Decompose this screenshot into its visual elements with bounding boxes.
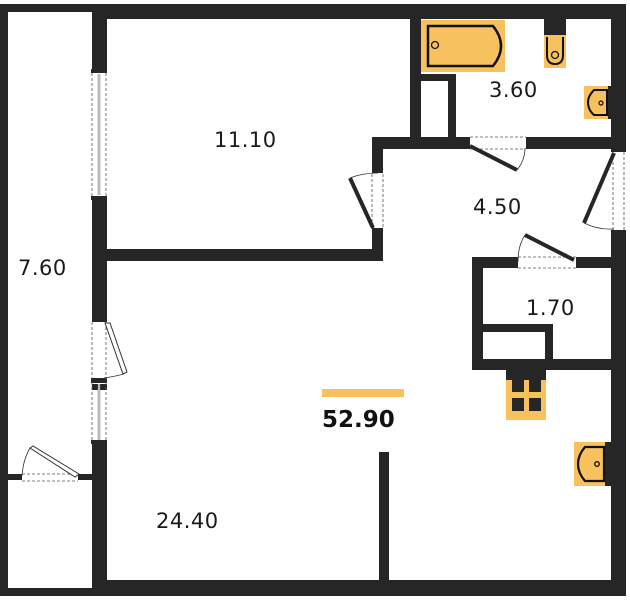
bathtub-icon	[421, 20, 505, 72]
wall-top	[92, 4, 626, 19]
wall-balcony-bottom	[0, 588, 106, 596]
wall-bottom	[92, 580, 626, 596]
wall-bedroom-right-2	[372, 228, 383, 261]
toilet-icon	[544, 19, 566, 68]
wall-main-left-4	[92, 440, 107, 596]
wall-bedroom-bottom	[107, 249, 383, 261]
wall-bath-left	[410, 19, 421, 149]
wall-niche-top	[421, 74, 456, 81]
wall-storage-left	[472, 257, 483, 370]
doors	[21, 136, 625, 482]
wall-main-left-1	[92, 4, 107, 72]
wall-balcony-divider-left	[8, 474, 22, 480]
wall-main-left-2	[92, 198, 107, 322]
wall-storage-shelf	[483, 324, 553, 332]
wall-partition	[379, 452, 389, 582]
walls	[0, 4, 626, 596]
window-bedroom	[91, 69, 107, 200]
wall-storage-top-1	[472, 257, 518, 268]
door-entrance	[582, 152, 625, 230]
area-label-storage: 1.70	[526, 296, 575, 320]
wall-storage-bottom	[472, 359, 616, 370]
wall-right-1	[611, 4, 626, 152]
door-bathroom	[469, 136, 526, 172]
total-area: 52.90	[322, 407, 395, 433]
area-label-bedroom: 11.10	[214, 128, 277, 152]
windows	[91, 69, 107, 444]
stove-icon	[506, 370, 546, 420]
kitchen-sink-icon	[574, 442, 611, 486]
wall-balcony-divider-right	[78, 474, 92, 480]
window-living	[91, 322, 107, 444]
door-bedroom	[348, 172, 384, 229]
door-storage	[517, 233, 576, 269]
wall-balcony-left	[0, 6, 8, 596]
wall-bedroom-right-1	[372, 137, 383, 173]
wall-niche-right	[448, 74, 456, 149]
fixtures	[421, 19, 611, 486]
wall-hall-top-2	[526, 137, 626, 149]
total-accent-bar	[322, 389, 404, 397]
wall-right-2	[611, 230, 626, 596]
door-balcony-inner	[21, 445, 80, 482]
wall-storage-shelf-side	[545, 324, 553, 364]
area-label-bathroom: 3.60	[489, 78, 538, 102]
wall-balcony-top	[0, 4, 106, 12]
area-label-hallway: 4.50	[473, 195, 522, 219]
area-label-living: 24.40	[156, 509, 219, 533]
bathroom-sink-icon	[584, 86, 611, 119]
door-balcony-living	[103, 322, 128, 379]
area-label-balcony: 7.60	[18, 256, 67, 280]
wall-storage-top-2	[576, 257, 616, 268]
